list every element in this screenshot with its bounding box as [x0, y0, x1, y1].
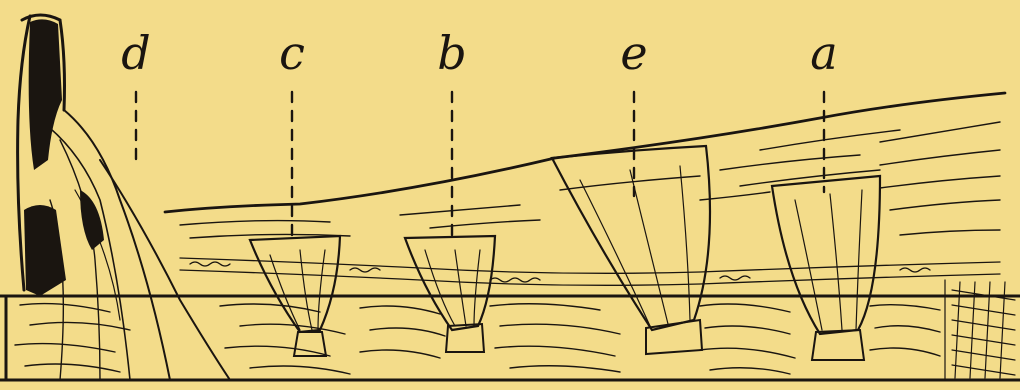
- label-d: d: [116, 30, 156, 76]
- label-c: c: [272, 30, 312, 76]
- label-a: a: [804, 30, 844, 76]
- bag-b: [405, 236, 495, 352]
- label-b: b: [432, 30, 472, 76]
- label-e: e: [614, 30, 654, 76]
- leader-lines: [136, 92, 824, 236]
